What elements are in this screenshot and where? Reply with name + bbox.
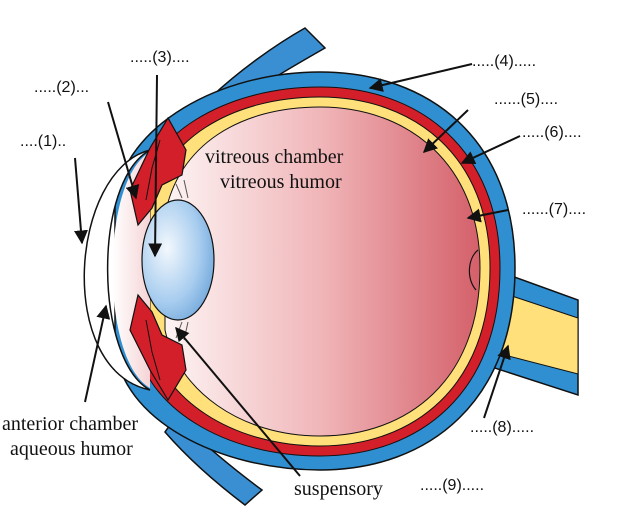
label-1: ....(1)..	[20, 133, 66, 150]
arrow-4	[368, 63, 473, 92]
lens	[141, 199, 215, 321]
arrow-3	[148, 74, 163, 258]
arrow-8	[483, 344, 511, 419]
arrow-7	[466, 208, 509, 223]
arrow-1	[73, 157, 88, 245]
anterior-caption-1: anterior chamber	[2, 413, 138, 435]
label-3: .....(3)....	[130, 49, 190, 66]
optic-disc	[468, 249, 479, 291]
vitreous-caption-2: vitreous humor	[220, 171, 342, 193]
arrow-5	[422, 109, 469, 153]
label-6: .....(6)....	[522, 124, 582, 141]
label-2: .....(2)...	[34, 79, 89, 96]
arrow-2	[107, 101, 140, 200]
iris-upper	[129, 116, 187, 227]
suspensory-caption: suspensory	[294, 478, 383, 500]
arrow-anterior	[84, 304, 111, 403]
arrow-6	[460, 135, 521, 165]
label-5: ......(5)....	[494, 91, 558, 108]
arrow-suspensory	[175, 326, 301, 477]
anterior-caption-2: aqueous humor	[10, 438, 133, 460]
iris-lower	[129, 293, 187, 402]
label-9: .....(9).....	[420, 477, 484, 494]
label-7: ......(7)....	[522, 201, 586, 218]
vitreous-body	[164, 106, 481, 437]
vitreous-caption-1: vitreous chamber	[205, 146, 344, 168]
label-4: .....(4).....	[472, 53, 536, 70]
suspensory-ligament	[175, 179, 189, 341]
label-8: .....(8).....	[470, 419, 534, 436]
